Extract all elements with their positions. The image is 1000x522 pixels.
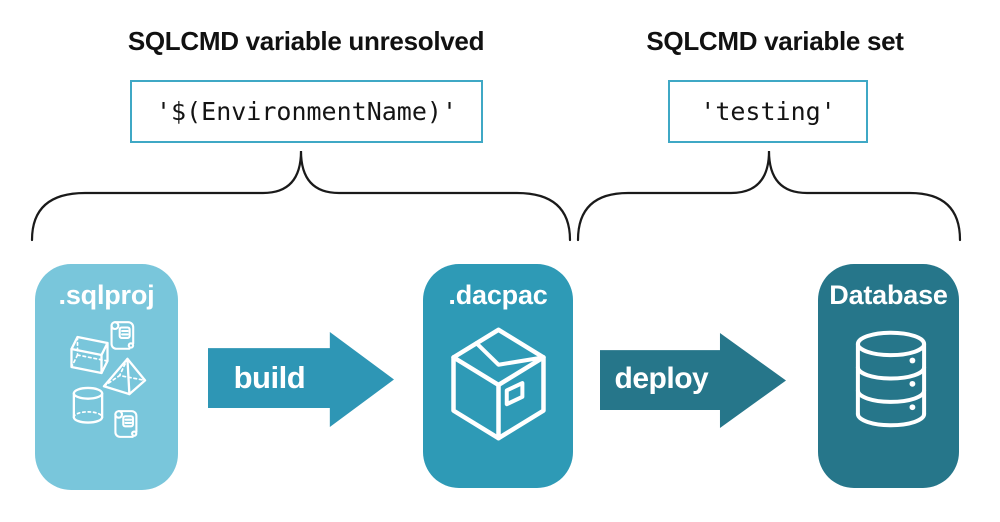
curly-brace-left-icon bbox=[30, 150, 572, 242]
sql-script-icon bbox=[107, 319, 139, 353]
sqlproj-label: .sqlproj bbox=[58, 280, 155, 310]
curly-braces bbox=[30, 150, 962, 242]
build-arrow: build bbox=[208, 332, 394, 427]
set-value-text: 'testing' bbox=[700, 97, 836, 126]
build-arrow-label: build bbox=[233, 360, 306, 396]
sql-script-icon bbox=[111, 408, 142, 441]
dacpac-label: .dacpac bbox=[448, 280, 548, 310]
deploy-arrow-label: deploy bbox=[614, 362, 709, 396]
stage-database: Database bbox=[818, 264, 959, 488]
stage-sqlproj: .sqlproj bbox=[35, 264, 178, 490]
cylinder-icon bbox=[71, 386, 105, 425]
cube-icon bbox=[66, 334, 113, 378]
pyramid-icon bbox=[102, 356, 147, 397]
stage-dacpac: .dacpac bbox=[423, 264, 573, 488]
deploy-arrow: deploy bbox=[600, 333, 786, 428]
unresolved-heading: SQLCMD variable unresolved bbox=[127, 26, 485, 56]
database-icon bbox=[854, 330, 928, 428]
package-icon bbox=[448, 324, 549, 444]
set-heading: SQLCMD variable set bbox=[646, 26, 904, 56]
unresolved-value-box: '$(EnvironmentName)' bbox=[130, 80, 483, 143]
curly-brace-right-icon bbox=[576, 150, 962, 242]
unresolved-value-text: '$(EnvironmentName)' bbox=[155, 97, 458, 126]
database-label: Database bbox=[829, 280, 948, 310]
set-value-box: 'testing' bbox=[668, 80, 868, 143]
